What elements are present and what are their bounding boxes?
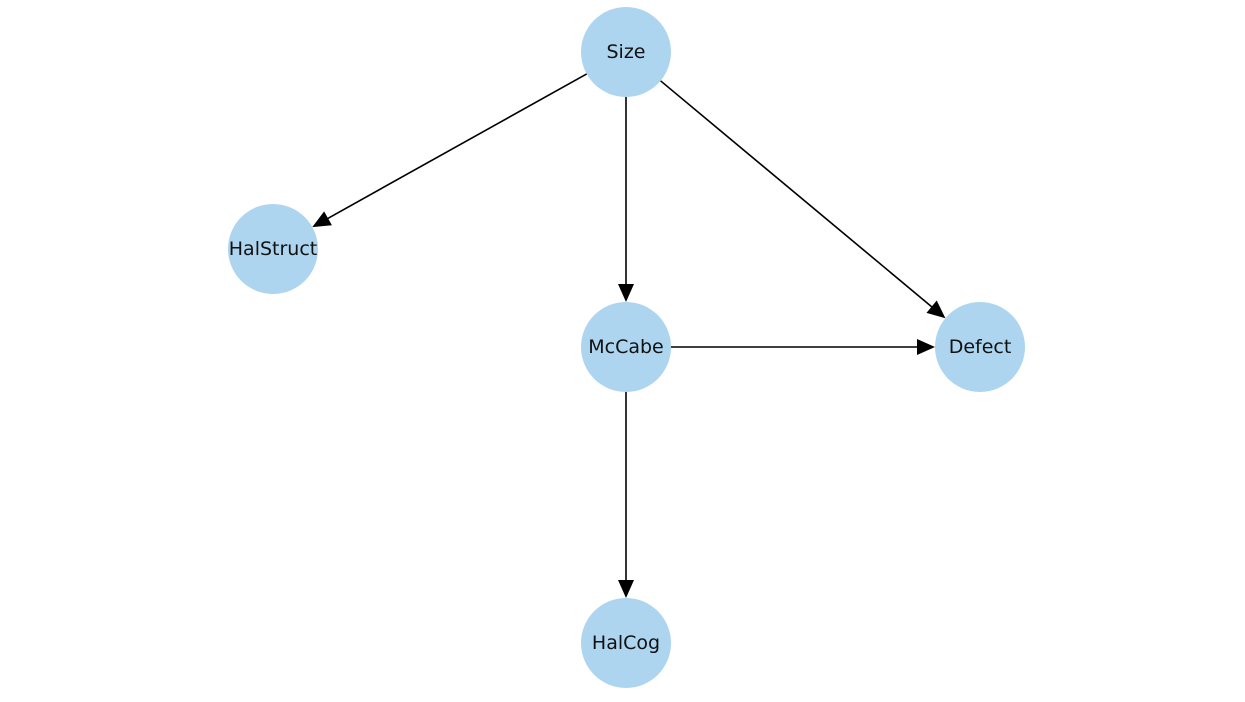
node-circle bbox=[581, 598, 671, 688]
arrowhead-icon bbox=[917, 339, 935, 355]
edge-size-to-defect bbox=[660, 80, 946, 319]
node-size: Size bbox=[581, 7, 671, 97]
node-halstruct: HalStruct bbox=[228, 204, 318, 294]
node-label: McCabe bbox=[588, 336, 664, 358]
node-mccabe: McCabe bbox=[581, 302, 671, 392]
node-defect: Defect bbox=[935, 302, 1025, 392]
arrowhead-icon bbox=[926, 300, 946, 319]
arrowhead-icon bbox=[618, 580, 634, 598]
edge-mccabe-to-defect bbox=[671, 339, 935, 355]
node-circle bbox=[581, 7, 671, 97]
node-halcog: HalCog bbox=[581, 598, 671, 688]
edge-size-to-halstruct bbox=[312, 73, 588, 228]
node-circle bbox=[228, 204, 318, 294]
edges-layer bbox=[312, 73, 946, 598]
edge-mccabe-to-halcog bbox=[618, 392, 634, 598]
edge-line bbox=[325, 73, 588, 220]
node-label: HalCog bbox=[592, 632, 660, 654]
node-label: Defect bbox=[949, 336, 1012, 358]
arrowhead-icon bbox=[618, 284, 634, 302]
node-label: Size bbox=[606, 41, 645, 63]
edge-size-to-mccabe bbox=[618, 97, 634, 302]
arrowhead-icon bbox=[312, 211, 332, 228]
edge-line bbox=[660, 80, 934, 309]
node-label: HalStruct bbox=[229, 238, 317, 260]
node-circle bbox=[581, 302, 671, 392]
node-circle bbox=[935, 302, 1025, 392]
